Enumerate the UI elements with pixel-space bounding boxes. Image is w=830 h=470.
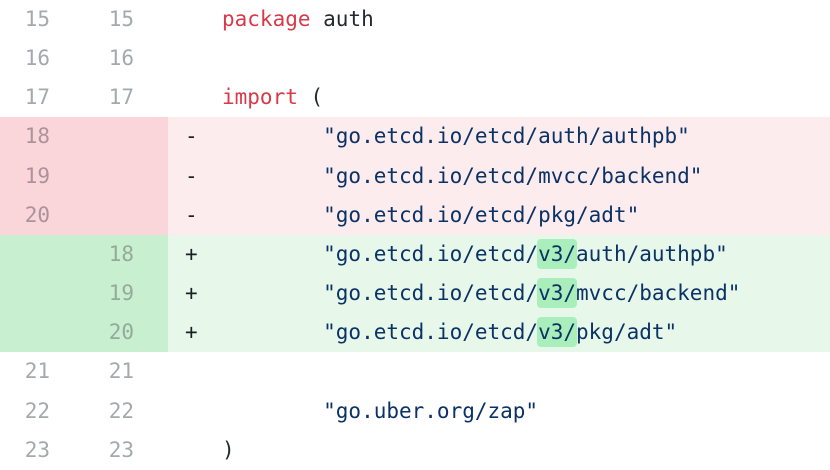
diff-marker	[168, 78, 222, 117]
code-line: package auth	[168, 0, 830, 40]
new-line-number[interactable]	[84, 156, 168, 196]
new-line-number[interactable]: 21	[84, 352, 168, 392]
code-text: "go.etcd.io/etcd/v3/pkg/adt"	[222, 313, 830, 352]
diff-marker: +	[185, 241, 198, 266]
old-line-number[interactable]	[0, 274, 84, 314]
code-segment: "go.etcd.io/etcd/	[222, 241, 539, 266]
old-line-number[interactable]: 16	[0, 39, 84, 79]
code-line: - "go.etcd.io/etcd/pkg/adt"	[168, 195, 830, 235]
diff-marker	[168, 431, 222, 470]
diff-marker: -	[185, 163, 198, 188]
old-line-number[interactable]: 15	[0, 0, 84, 40]
new-line-number[interactable]: 17	[84, 78, 168, 118]
code-line: - "go.etcd.io/etcd/auth/authpb"	[168, 117, 830, 157]
word-highlight: v3/	[537, 278, 578, 309]
code-text: "go.etcd.io/etcd/pkg/adt"	[222, 196, 830, 235]
diff-row: 21 21	[0, 352, 830, 392]
diff-row: 19 + "go.etcd.io/etcd/v3/mvcc/backend"	[0, 274, 830, 314]
code-segment: "go.etcd.io/etcd/auth/authpb"	[222, 124, 690, 149]
new-line-number[interactable]: 23	[84, 430, 168, 470]
code-line: import (	[168, 78, 830, 118]
diff-marker	[168, 39, 222, 78]
code-segment: pkg/adt"	[576, 320, 678, 345]
code-text: import (	[222, 78, 830, 117]
code-text: "go.etcd.io/etcd/mvcc/backend"	[222, 157, 830, 196]
code-segment: "go.etcd.io/etcd/pkg/adt"	[222, 202, 640, 227]
new-line-number[interactable]: 22	[84, 391, 168, 431]
code-text: "go.etcd.io/etcd/auth/authpb"	[222, 117, 830, 156]
diff-row: 17 17 import (	[0, 78, 830, 118]
old-line-number[interactable]	[0, 313, 84, 353]
diff-marker	[168, 352, 222, 391]
new-line-number[interactable]: 16	[84, 39, 168, 79]
code-line	[168, 352, 830, 392]
code-segment: auth/authpb"	[576, 241, 728, 266]
code-segment: mvcc/backend"	[576, 281, 741, 306]
code-text	[222, 352, 830, 391]
code-line: + "go.etcd.io/etcd/v3/mvcc/backend"	[168, 274, 830, 314]
code-line: + "go.etcd.io/etcd/v3/pkg/adt"	[168, 313, 830, 353]
diff-row: 20 - "go.etcd.io/etcd/pkg/adt"	[0, 195, 830, 235]
old-line-number[interactable]: 22	[0, 391, 84, 431]
word-highlight: v3/	[537, 238, 578, 269]
new-line-number[interactable]: 20	[84, 313, 168, 353]
diff-row: 15 15 package auth	[0, 0, 830, 40]
new-line-number[interactable]: 18	[84, 234, 168, 275]
diff-row: 18 - "go.etcd.io/etcd/auth/authpb"	[0, 117, 830, 157]
code-segment: )	[222, 437, 235, 462]
code-line: + "go.etcd.io/etcd/v3/auth/authpb"	[168, 234, 830, 275]
new-line-number[interactable]	[84, 117, 168, 157]
old-line-number[interactable]: 19	[0, 156, 84, 196]
diff-marker: -	[185, 124, 198, 149]
code-segment: package	[222, 7, 311, 31]
new-line-number[interactable]: 15	[84, 0, 168, 40]
diff-marker: -	[185, 202, 198, 227]
old-line-number[interactable]: 20	[0, 195, 84, 235]
code-text: "go.etcd.io/etcd/v3/mvcc/backend"	[222, 274, 830, 313]
diff-row: 18 + "go.etcd.io/etcd/v3/auth/authpb"	[0, 234, 830, 275]
code-line: "go.uber.org/zap"	[168, 391, 830, 431]
code-segment: "go.etcd.io/etcd/	[222, 281, 539, 306]
code-line: )	[168, 430, 830, 470]
diff-marker	[168, 392, 222, 431]
code-segment: import	[222, 85, 298, 110]
code-text: "go.uber.org/zap"	[222, 392, 830, 431]
code-segment: "go.etcd.io/etcd/mvcc/backend"	[222, 163, 703, 188]
code-segment: "go.uber.org/zap"	[222, 398, 539, 423]
code-line: - "go.etcd.io/etcd/mvcc/backend"	[168, 156, 830, 196]
code-segment: auth	[310, 7, 374, 31]
diff-row: 22 22 "go.uber.org/zap"	[0, 391, 830, 431]
code-segment: "go.etcd.io/etcd/	[222, 320, 539, 345]
code-text: package auth	[222, 0, 830, 39]
word-highlight: v3/	[537, 317, 578, 348]
diff-row: 19 - "go.etcd.io/etcd/mvcc/backend"	[0, 156, 830, 196]
old-line-number[interactable]: 21	[0, 352, 84, 392]
diff-row: 20 + "go.etcd.io/etcd/v3/pkg/adt"	[0, 313, 830, 353]
old-line-number[interactable]: 17	[0, 78, 84, 118]
old-line-number[interactable]: 18	[0, 117, 84, 157]
code-text: )	[222, 431, 830, 470]
diff-marker	[168, 0, 222, 39]
diff-marker: +	[185, 281, 198, 306]
diff-marker: +	[185, 320, 198, 345]
diff-row: 16 16	[0, 39, 830, 79]
new-line-number[interactable]: 19	[84, 274, 168, 314]
new-line-number[interactable]	[84, 195, 168, 235]
code-text	[222, 39, 830, 78]
code-segment: (	[297, 85, 324, 110]
old-line-number[interactable]: 23	[0, 430, 84, 470]
diff-row: 23 23 )	[0, 430, 830, 470]
code-line	[168, 39, 830, 79]
code-text: "go.etcd.io/etcd/v3/auth/authpb"	[222, 235, 830, 274]
old-line-number[interactable]	[0, 234, 84, 275]
